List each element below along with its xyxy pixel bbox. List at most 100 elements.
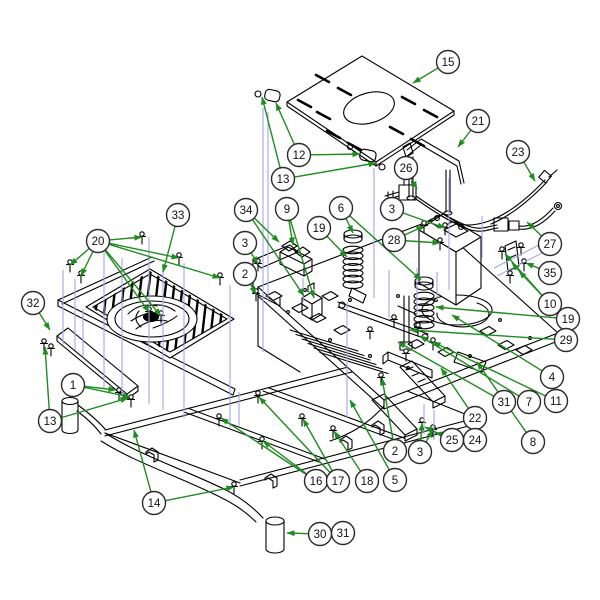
balloon-6: 6 bbox=[328, 195, 354, 221]
balloon-number: 33 bbox=[172, 210, 185, 222]
leader-line-2 bbox=[249, 283, 257, 295]
leader-line-34 bbox=[253, 217, 280, 243]
balloon-2: 2 bbox=[232, 261, 258, 287]
balloon-11: 11 bbox=[543, 388, 569, 414]
cooling-fan bbox=[106, 295, 198, 343]
balloon-number: 30 bbox=[314, 529, 327, 541]
balloon-number: 3 bbox=[242, 238, 248, 250]
leader-line-9 bbox=[289, 219, 315, 299]
balloon-2: 2 bbox=[382, 438, 408, 464]
balloon-number: 16 bbox=[310, 476, 323, 488]
balloon-21: 21 bbox=[465, 108, 491, 134]
balloon-number: 18 bbox=[361, 476, 374, 488]
balloon-19: 19 bbox=[306, 215, 332, 241]
balloon-4: 4 bbox=[539, 364, 565, 390]
balloon-13: 13 bbox=[37, 408, 63, 434]
leader-line-4 bbox=[451, 314, 543, 372]
balloon-20: 20 bbox=[85, 228, 111, 254]
balloon-19: 19 bbox=[555, 306, 581, 332]
balloon-number: 15 bbox=[442, 57, 455, 69]
fuel-valve bbox=[384, 177, 417, 201]
leader-line-12 bbox=[275, 102, 295, 145]
leader-line-1 bbox=[84, 385, 117, 393]
leader-line-10 bbox=[518, 270, 543, 297]
balloon-30: 30 bbox=[307, 521, 333, 547]
leader-line-16 bbox=[220, 417, 307, 476]
leader-line-3 bbox=[425, 429, 434, 443]
balloon-23: 23 bbox=[505, 139, 531, 165]
leader-line-13 bbox=[294, 161, 377, 178]
leader-line-20 bbox=[109, 242, 180, 260]
leader-line-13 bbox=[60, 397, 129, 419]
leader-line-2 bbox=[380, 377, 394, 440]
balloon-number: 5 bbox=[392, 475, 398, 487]
leader-line-32 bbox=[38, 312, 51, 331]
balloon-number: 21 bbox=[472, 116, 485, 128]
leader-line-9 bbox=[288, 220, 295, 246]
balloon-number: 7 bbox=[526, 397, 532, 409]
caster-tube-front bbox=[265, 516, 285, 554]
leader-line-20 bbox=[104, 249, 150, 313]
leader-line-3 bbox=[402, 212, 446, 229]
deck-tray bbox=[57, 256, 236, 396]
leader-line-35 bbox=[525, 262, 540, 270]
leader-line-20 bbox=[80, 251, 94, 277]
balloon-33: 33 bbox=[165, 202, 191, 228]
balloon-number: 2 bbox=[242, 269, 248, 281]
balloon-3: 3 bbox=[232, 230, 258, 256]
balloon-16: 16 bbox=[303, 468, 329, 494]
balloon-number: 14 bbox=[148, 498, 161, 510]
plunger-switch bbox=[301, 282, 323, 321]
balloon-28: 28 bbox=[381, 227, 407, 253]
balloon-31: 31 bbox=[491, 389, 517, 415]
balloon-9: 9 bbox=[274, 196, 300, 222]
balloon-number: 20 bbox=[92, 236, 105, 248]
leader-line-1 bbox=[84, 386, 131, 399]
balloon-number: 34 bbox=[240, 205, 253, 217]
balloon-number: 28 bbox=[388, 235, 401, 247]
leader-line-6 bbox=[345, 218, 354, 234]
leader-line-26 bbox=[410, 177, 418, 190]
balloon-number: 6 bbox=[338, 203, 344, 215]
balloon-number: 24 bbox=[469, 435, 482, 447]
balloon-35: 35 bbox=[537, 260, 563, 286]
leader-line-19 bbox=[326, 235, 348, 258]
leader-line-13 bbox=[260, 96, 281, 169]
balloon-number: 13 bbox=[44, 416, 57, 428]
balloon-number: 26 bbox=[400, 163, 413, 175]
balloon-31: 31 bbox=[330, 520, 356, 546]
balloon-22: 22 bbox=[462, 405, 488, 431]
balloon-number: 31 bbox=[498, 397, 511, 409]
leader-line-12 bbox=[310, 151, 361, 158]
balloon-number: 29 bbox=[560, 335, 573, 347]
balloon-32: 32 bbox=[20, 290, 46, 316]
balloon-number: 4 bbox=[549, 372, 556, 384]
balloon-34: 34 bbox=[233, 197, 259, 223]
drawbar-channels bbox=[371, 351, 487, 442]
leader-line-21 bbox=[457, 129, 472, 148]
balloon-number: 27 bbox=[544, 239, 557, 251]
leader-line-17 bbox=[258, 396, 331, 474]
leader-line-20 bbox=[104, 249, 162, 317]
leader-line-23 bbox=[523, 161, 536, 182]
balloon-number: 2 bbox=[392, 446, 398, 458]
balloon-5: 5 bbox=[382, 467, 408, 493]
leader-line-11 bbox=[432, 341, 546, 397]
balloon-15: 15 bbox=[435, 49, 461, 75]
balloon-17: 17 bbox=[325, 468, 351, 494]
leader-line-18 bbox=[333, 430, 362, 472]
leader-line-3 bbox=[250, 252, 259, 265]
leader-line-22 bbox=[440, 367, 470, 409]
balloon-number: 23 bbox=[512, 147, 525, 159]
battery-cables bbox=[415, 169, 563, 232]
balloon-29: 29 bbox=[553, 327, 579, 353]
balloon-number: 35 bbox=[544, 268, 557, 280]
balloon-25: 25 bbox=[439, 427, 465, 453]
suspension-springs bbox=[342, 229, 435, 330]
leader-line-34 bbox=[251, 219, 305, 297]
balloon-number: 9 bbox=[284, 204, 290, 216]
balloon-number: 11 bbox=[550, 396, 562, 408]
leader-line-14 bbox=[165, 485, 235, 502]
